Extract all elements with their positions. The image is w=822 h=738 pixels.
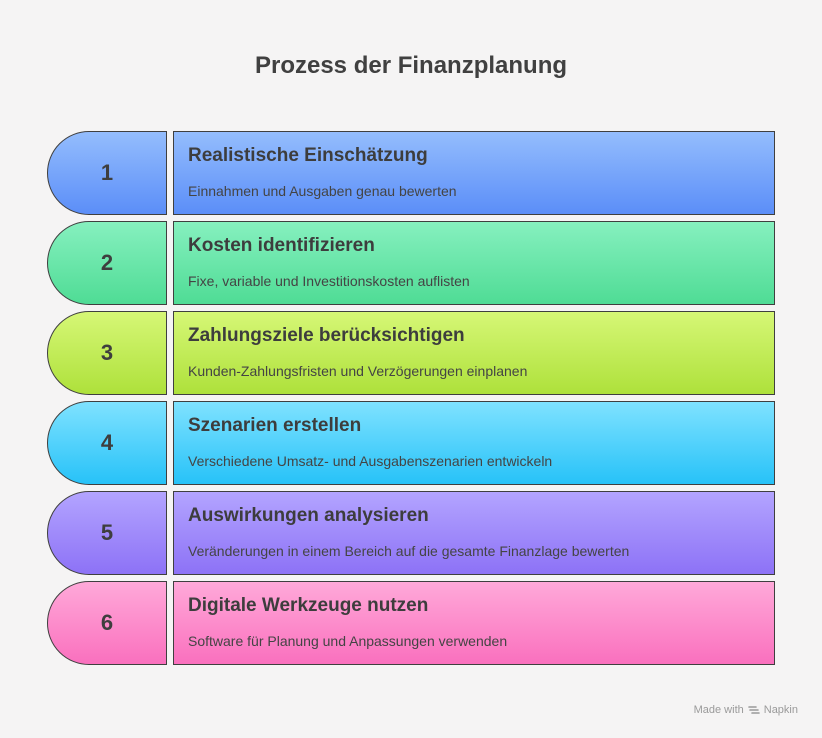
step-number-tab: 2 (47, 221, 167, 305)
step-title: Zahlungsziele berücksichtigen (188, 325, 465, 346)
step-card: Szenarien erstellen Verschiedene Umsatz-… (173, 401, 775, 485)
step-description: Veränderungen in einem Bereich auf die g… (188, 543, 630, 559)
step-number-tab: 1 (47, 131, 167, 215)
step-title: Auswirkungen analysieren (188, 505, 429, 526)
step-card: Zahlungsziele berücksichtigen Kunden-Zah… (173, 311, 775, 395)
step-description: Verschiedene Umsatz- und Ausgabenszenari… (188, 453, 553, 469)
step-description: Kunden-Zahlungsfristen und Verzögerungen… (188, 363, 528, 379)
made-with-napkin-footer[interactable]: Made with Napkin (694, 704, 798, 716)
step-number-tab: 5 (47, 491, 167, 575)
step-card: Auswirkungen analysieren Veränderungen i… (173, 491, 775, 575)
step-card: Digitale Werkzeuge nutzen Software für P… (173, 581, 775, 665)
step-1: 1 Realistische Einschätzung Einnahmen un… (47, 131, 775, 217)
step-number-tab: 6 (47, 581, 167, 665)
step-number-tab: 4 (47, 401, 167, 485)
step-title: Realistische Einschätzung (188, 145, 428, 166)
step-6: 6 Digitale Werkzeuge nutzen Software für… (47, 581, 775, 667)
made-with-label: Made with (693, 704, 744, 716)
step-3: 3 Zahlungsziele berücksichtigen Kunden-Z… (47, 311, 775, 397)
step-4: 4 Szenarien erstellen Verschiedene Umsat… (47, 401, 775, 487)
step-title: Szenarien erstellen (188, 415, 362, 436)
step-card: Kosten identifizieren Fixe, variable und… (173, 221, 775, 305)
step-description: Software für Planung und Anpassungen ver… (188, 633, 508, 649)
page-title: Prozess der Finanzplanung (254, 52, 568, 79)
step-description: Einnahmen und Ausgaben genau bewerten (188, 183, 457, 199)
step-title: Digitale Werkzeuge nutzen (188, 595, 429, 616)
step-title: Kosten identifizieren (188, 235, 375, 256)
steps-list: 1 Realistische Einschätzung Einnahmen un… (47, 131, 775, 671)
step-description: Fixe, variable und Investitionskosten au… (188, 273, 470, 289)
step-number-tab: 3 (47, 311, 167, 395)
napkin-logo-icon (747, 704, 760, 716)
step-2: 2 Kosten identifizieren Fixe, variable u… (47, 221, 775, 307)
napkin-brand-label: Napkin (763, 704, 798, 716)
step-card: Realistische Einschätzung Einnahmen und … (173, 131, 775, 215)
step-5: 5 Auswirkungen analysieren Veränderungen… (47, 491, 775, 577)
